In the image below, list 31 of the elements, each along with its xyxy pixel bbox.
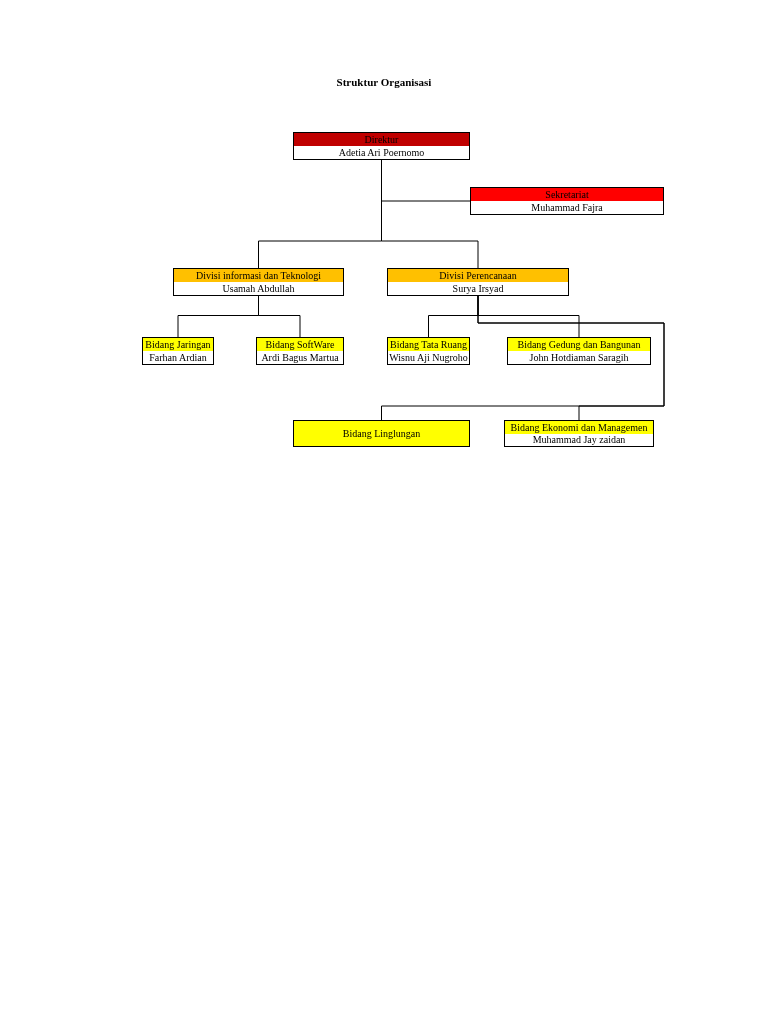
person-name: Wisnu Aji Nugroho (388, 351, 469, 364)
role-title: Bidang Gedung dan Bangunan (508, 338, 650, 351)
person-name: Muhammad Fajra (530, 201, 604, 214)
org-box (504, 420, 654, 447)
role-title: Bidang SoftWare (257, 338, 343, 351)
role-title: Bidang Linglungan (294, 421, 469, 446)
role-title: Direktur (294, 133, 469, 146)
org-box (470, 187, 664, 215)
person-name: Farhan Ardian (148, 351, 208, 364)
person-name: Usamah Abdullah (221, 282, 296, 295)
person-name: Muhammad Jay zaidan (531, 433, 627, 446)
person-name: Surya Irsyad (451, 282, 505, 295)
role-title: Bidang Ekonomi dan Managemen (505, 421, 653, 434)
org-box (387, 268, 569, 296)
role-title: Bidang Tata Ruang (388, 338, 469, 351)
role-title: Divisi Perencanaan (388, 269, 568, 282)
role-title: Divisi informasi dan Teknologi (174, 269, 343, 282)
person-name: Ardi Bagus Martua (260, 351, 340, 364)
role-title: Sekretariat (471, 188, 663, 201)
org-box (256, 337, 344, 365)
chart-title: Struktur Organisasi (335, 76, 433, 88)
org-box (142, 337, 214, 365)
person-name: John Hotdiaman Saragih (528, 351, 630, 364)
person-name: Adetia Ari Poernomo (337, 146, 426, 159)
org-box (507, 337, 651, 365)
org-box (293, 132, 470, 160)
role-title: Bidang Jaringan (143, 338, 213, 351)
org-box (387, 337, 470, 365)
connector-line (258, 295, 301, 338)
org-box (173, 268, 344, 296)
connector-line (477, 295, 665, 421)
